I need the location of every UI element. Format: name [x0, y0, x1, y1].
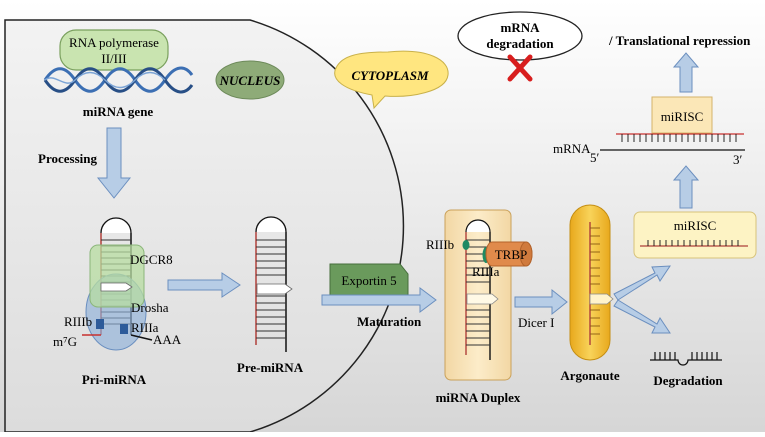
aaa-label: AAA	[153, 332, 182, 347]
mirna-duplex	[444, 209, 512, 381]
mirisc-lower-label: miRISC	[674, 218, 717, 233]
rna-polymerase: RNA polymerase II/III	[59, 29, 169, 71]
mirisc-up-arrow	[672, 165, 700, 209]
three-prime-label: 3′	[733, 152, 743, 167]
cytoplasm-label: CYTOPLASM	[351, 68, 428, 83]
mirisc-upper-label: miRISC	[661, 109, 704, 124]
processing-arrow	[96, 127, 132, 199]
riiib-duplex-label: RIIIb	[426, 237, 454, 252]
exportin-5: Exportin 5	[329, 263, 409, 297]
degradation-label: Degradation	[653, 373, 723, 388]
translational-repression-label: / Translational repression	[608, 33, 751, 48]
degradation-strand	[650, 352, 722, 366]
dna-helix	[43, 66, 194, 94]
mrna-degradation-bubble: mRNA degradation	[457, 11, 583, 61]
mirisc-lower: miRISC	[633, 211, 757, 259]
rna-polymerase-label-1: RNA polymerase	[69, 35, 159, 50]
red-cross-icon	[507, 54, 533, 82]
pri-to-pre-arrow	[167, 272, 241, 298]
mrna-degradation-label-2: degradation	[486, 36, 554, 51]
dgcr8-label: DGCR8	[130, 252, 173, 267]
drosha-label: Drosha	[131, 300, 169, 315]
trbp: TRBP	[485, 241, 533, 267]
riiia-label: RIIIa	[131, 320, 159, 335]
riiia-duplex-label: RIIIa	[472, 264, 500, 279]
dicer-arrow	[514, 288, 568, 316]
mirna-gene-label: miRNA gene	[83, 104, 154, 119]
pri-mirna-label: Pri-miRNA	[82, 372, 147, 387]
argonaute-label: Argonaute	[560, 368, 619, 383]
five-prime-label: 5′	[590, 150, 600, 165]
riiib-label: RIIIb	[64, 314, 92, 329]
argonaute	[569, 204, 614, 361]
exportin5-label: Exportin 5	[341, 273, 396, 288]
mirisc-upper: miRISC	[616, 96, 744, 142]
mrna-label: mRNA	[553, 141, 591, 156]
pre-mirna-label: Pre-miRNA	[237, 360, 304, 375]
fork-arrows	[613, 265, 671, 334]
repression-up-arrow	[672, 52, 700, 93]
mirna-duplex-label: miRNA Duplex	[436, 390, 521, 405]
pre-mirna	[255, 216, 293, 352]
processing-label: Processing	[38, 151, 97, 166]
nucleus-label: NUCLEUS	[219, 73, 281, 88]
nucleus-bubble: NUCLEUS	[215, 60, 285, 100]
mrna-degradation-label-1: mRNA	[501, 20, 541, 35]
trbp-label: TRBP	[495, 247, 528, 262]
m7g-label: m⁷G	[53, 334, 77, 349]
pri-mirna	[82, 217, 153, 351]
dicer-label: Dicer I	[518, 315, 554, 330]
cytoplasm-bubble: CYTOPLASM	[334, 50, 449, 110]
maturation-arrow	[321, 287, 437, 313]
maturation-label: Maturation	[357, 314, 422, 329]
rna-polymerase-label-2: II/III	[101, 51, 126, 66]
